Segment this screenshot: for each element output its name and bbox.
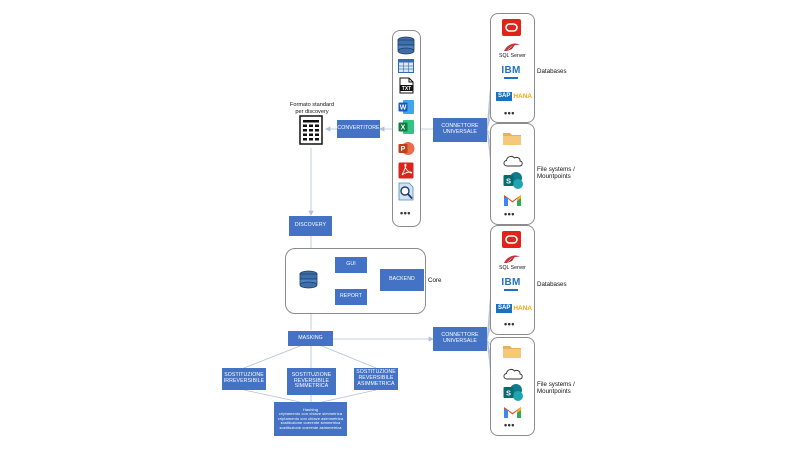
gmail-icon-bottom: [503, 405, 522, 424]
sql-server-icon: [502, 40, 522, 58]
gui-box: GUI: [335, 257, 367, 273]
sap-hana-icon-bottom: SAP HANA: [496, 304, 533, 313]
hana-text-bottom: HANA: [513, 305, 533, 312]
ibm-icon-bottom: IBM: [500, 278, 522, 291]
connettore-universale-bottom: CONNETTORE UNIVERSALE: [433, 327, 487, 351]
word-letter: W: [400, 105, 407, 112]
txt-file-icon: TXT: [399, 77, 414, 99]
oracle-icon-bottom: [502, 231, 521, 253]
databases-more-top: •••: [504, 108, 515, 118]
sql-server-icon-bottom: [502, 252, 522, 270]
cloud-icon: [502, 154, 523, 172]
folder-icon: [502, 130, 522, 152]
txt-text: TXT: [402, 86, 411, 92]
excel-icon: X: [398, 119, 415, 140]
excel-letter: X: [401, 125, 406, 132]
core-database-icon: [299, 270, 318, 295]
sql-server-label: SQL Server: [499, 53, 526, 59]
gmail-icon: [503, 193, 522, 212]
powerpoint-letter: P: [401, 146, 406, 153]
report-box: REPORT: [335, 289, 367, 305]
sap-hana-icon: SAP HANA: [496, 92, 533, 101]
sostituzione-reversibile-asimmetrica-box: SOSTITUZIONE REVERSIBILE ASIMMETRICA: [354, 368, 398, 390]
sostituzione-reversibile-simmetrica-box: SOSTITUZIONE REVERSIBILE SIMMETRICA: [287, 368, 336, 395]
ibm-text: IBM: [501, 65, 521, 76]
hana-text: HANA: [513, 93, 533, 100]
folder-icon-bottom: [502, 343, 522, 365]
pdf-icon: [398, 162, 414, 184]
sharepoint-letter-bottom: S: [506, 389, 511, 398]
sostituzione-irreversibile-box: SOSTITUZIONE IRREVERSIBILE: [222, 368, 266, 390]
sharepoint-letter: S: [506, 177, 511, 186]
sql-server-label-bottom: SQL Server: [499, 265, 526, 271]
sharepoint-icon: S: [503, 172, 523, 195]
magnifier-icon: [398, 182, 415, 206]
databases-label-bottom: Databases: [537, 281, 567, 288]
grid-doc-icon: [299, 115, 323, 145]
filesystems-more-bottom: •••: [504, 420, 515, 430]
file-formats-more: •••: [400, 208, 411, 218]
databases-more-bottom: •••: [504, 319, 515, 329]
masking-box: MASKING: [288, 331, 333, 346]
sap-text: SAP: [496, 92, 513, 101]
ibm-icon: IBM: [500, 66, 522, 79]
databases-label-top: Databases: [537, 68, 567, 75]
filesystems-label-top: File systems / Mountpoints: [537, 166, 575, 181]
word-icon: W: [398, 99, 415, 120]
discovery-box: DISCOVERY: [289, 216, 332, 236]
convertitore-box: CONVERTITORE: [337, 120, 380, 138]
oracle-icon: [502, 19, 521, 41]
database-icon: [397, 36, 415, 61]
core-label: Core: [428, 277, 442, 284]
filesystems-label-bottom: File systems / Mountpoints: [537, 381, 575, 396]
backend-box: BACKEND: [380, 269, 424, 291]
hashing-methods-box: Hashing criptamento con chiave simmetric…: [274, 402, 347, 436]
sap-text-bottom: SAP: [496, 304, 513, 313]
sharepoint-icon-bottom: S: [503, 384, 523, 407]
ibm-text-bottom: IBM: [501, 277, 521, 288]
powerpoint-icon: P: [398, 140, 415, 162]
databases-panel-top: [490, 13, 535, 123]
cloud-icon-bottom: [502, 367, 523, 385]
table-icon: [398, 59, 414, 78]
filesystems-more-top: •••: [504, 209, 515, 219]
connettore-universale-top: CONNETTORE UNIVERSALE: [433, 118, 487, 142]
formato-standard-label: Formato standard per discovery: [289, 102, 335, 115]
